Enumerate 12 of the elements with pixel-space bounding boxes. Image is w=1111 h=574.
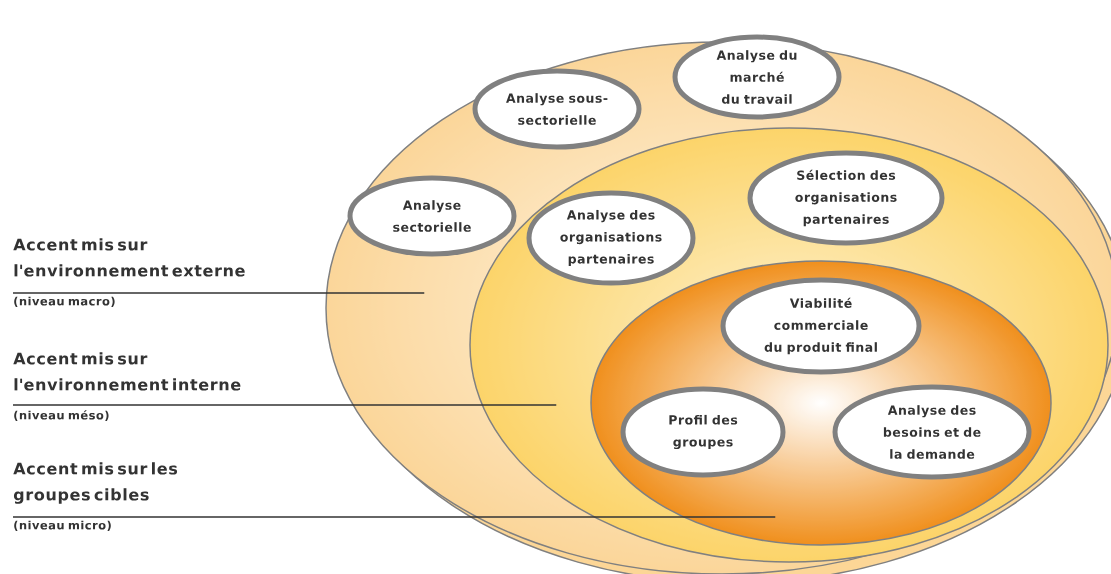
oval-bubble: Analyse du marché du travail xyxy=(672,34,842,120)
leader-line xyxy=(12,516,776,518)
nested-ellipse xyxy=(469,127,1109,563)
oval-bubble: Analyse sectorielle xyxy=(347,175,517,257)
oval-bubble: Analyse sous-sectorielle xyxy=(472,68,642,150)
leader-line xyxy=(12,404,557,406)
leader-line xyxy=(12,292,425,294)
oval-bubble: Analyse des organisations partenaires xyxy=(526,190,696,286)
oval-bubble: Sélection des organisations partenaires xyxy=(747,150,945,246)
oval-bubble: Profil des groupes xyxy=(620,386,786,478)
oval-bubble: Analyse des besoins et de la demande xyxy=(832,384,1032,480)
oval-bubble: Viabilité commerciale du produit final xyxy=(720,277,922,375)
